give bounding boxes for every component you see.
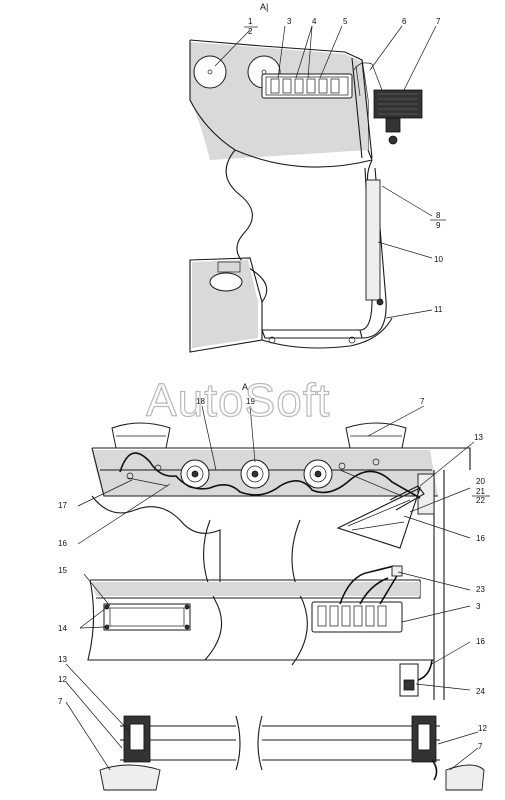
beam-lamp-3: [303, 459, 333, 489]
svg-text:20: 20: [476, 477, 485, 486]
svg-text:18: 18: [196, 397, 205, 406]
svg-text:14: 14: [58, 624, 67, 633]
svg-text:10: 10: [434, 255, 443, 264]
svg-text:7: 7: [436, 17, 441, 26]
svg-text:17: 17: [58, 501, 67, 510]
beacon-lamp-left: [111, 422, 171, 449]
callouts-top: 1 2 3 4 5 6 7 8 9 10 11 A|: [244, 2, 446, 314]
svg-text:1: 1: [248, 17, 253, 26]
svg-text:5: 5: [343, 17, 348, 26]
svg-text:16: 16: [58, 539, 67, 548]
beacon-lamp-right: [345, 422, 407, 449]
svg-text:3: 3: [476, 602, 481, 611]
svg-text:4: 4: [312, 17, 317, 26]
beacon-lamp-bottom-right: [411, 715, 485, 791]
upper-view: 1 2 3 4 5 6 7 8 9 10 11 A|: [189, 2, 446, 353]
beam-lamp-1: [180, 459, 210, 489]
svg-text:12: 12: [478, 724, 487, 733]
svg-text:8: 8: [436, 211, 441, 220]
svg-text:24: 24: [476, 687, 485, 696]
svg-text:12: 12: [58, 675, 67, 684]
svg-text:9: 9: [436, 221, 441, 230]
svg-text:23: 23: [476, 585, 485, 594]
svg-text:3: 3: [287, 17, 292, 26]
svg-text:7: 7: [420, 397, 425, 406]
lower-view: 18 19 7 13 20 21 22 17 16 16 15 23 3 14 …: [58, 382, 490, 791]
leaders-bottom: [65, 405, 479, 771]
switch-block-bottom: [311, 601, 403, 633]
svg-text:15: 15: [58, 566, 67, 575]
svg-text:13: 13: [58, 655, 67, 664]
svg-text:22: 22: [476, 496, 485, 505]
svg-text:2: 2: [248, 27, 253, 36]
svg-text:11: 11: [434, 305, 443, 314]
beam-lamp-2: [240, 459, 270, 489]
svg-text:19: 19: [246, 397, 255, 406]
lamp-left: [193, 55, 227, 89]
callouts-bottom: 18 19 7 13 20 21 22 17 16 16 15 23 3 14 …: [58, 382, 490, 751]
section-label-bottom: A: [242, 382, 248, 392]
svg-text:7: 7: [478, 742, 483, 751]
svg-text:16: 16: [476, 534, 485, 543]
svg-text:7: 7: [58, 697, 63, 706]
svg-text:6: 6: [402, 17, 407, 26]
svg-text:21: 21: [476, 487, 485, 496]
leaders-top: [214, 25, 437, 319]
watermark: AutoSoft: [146, 374, 330, 426]
svg-text:16: 16: [476, 637, 485, 646]
beacon-lamp-bottom-left: [99, 715, 161, 791]
section-label-top: A|: [260, 2, 268, 12]
svg-text:13: 13: [474, 433, 483, 442]
